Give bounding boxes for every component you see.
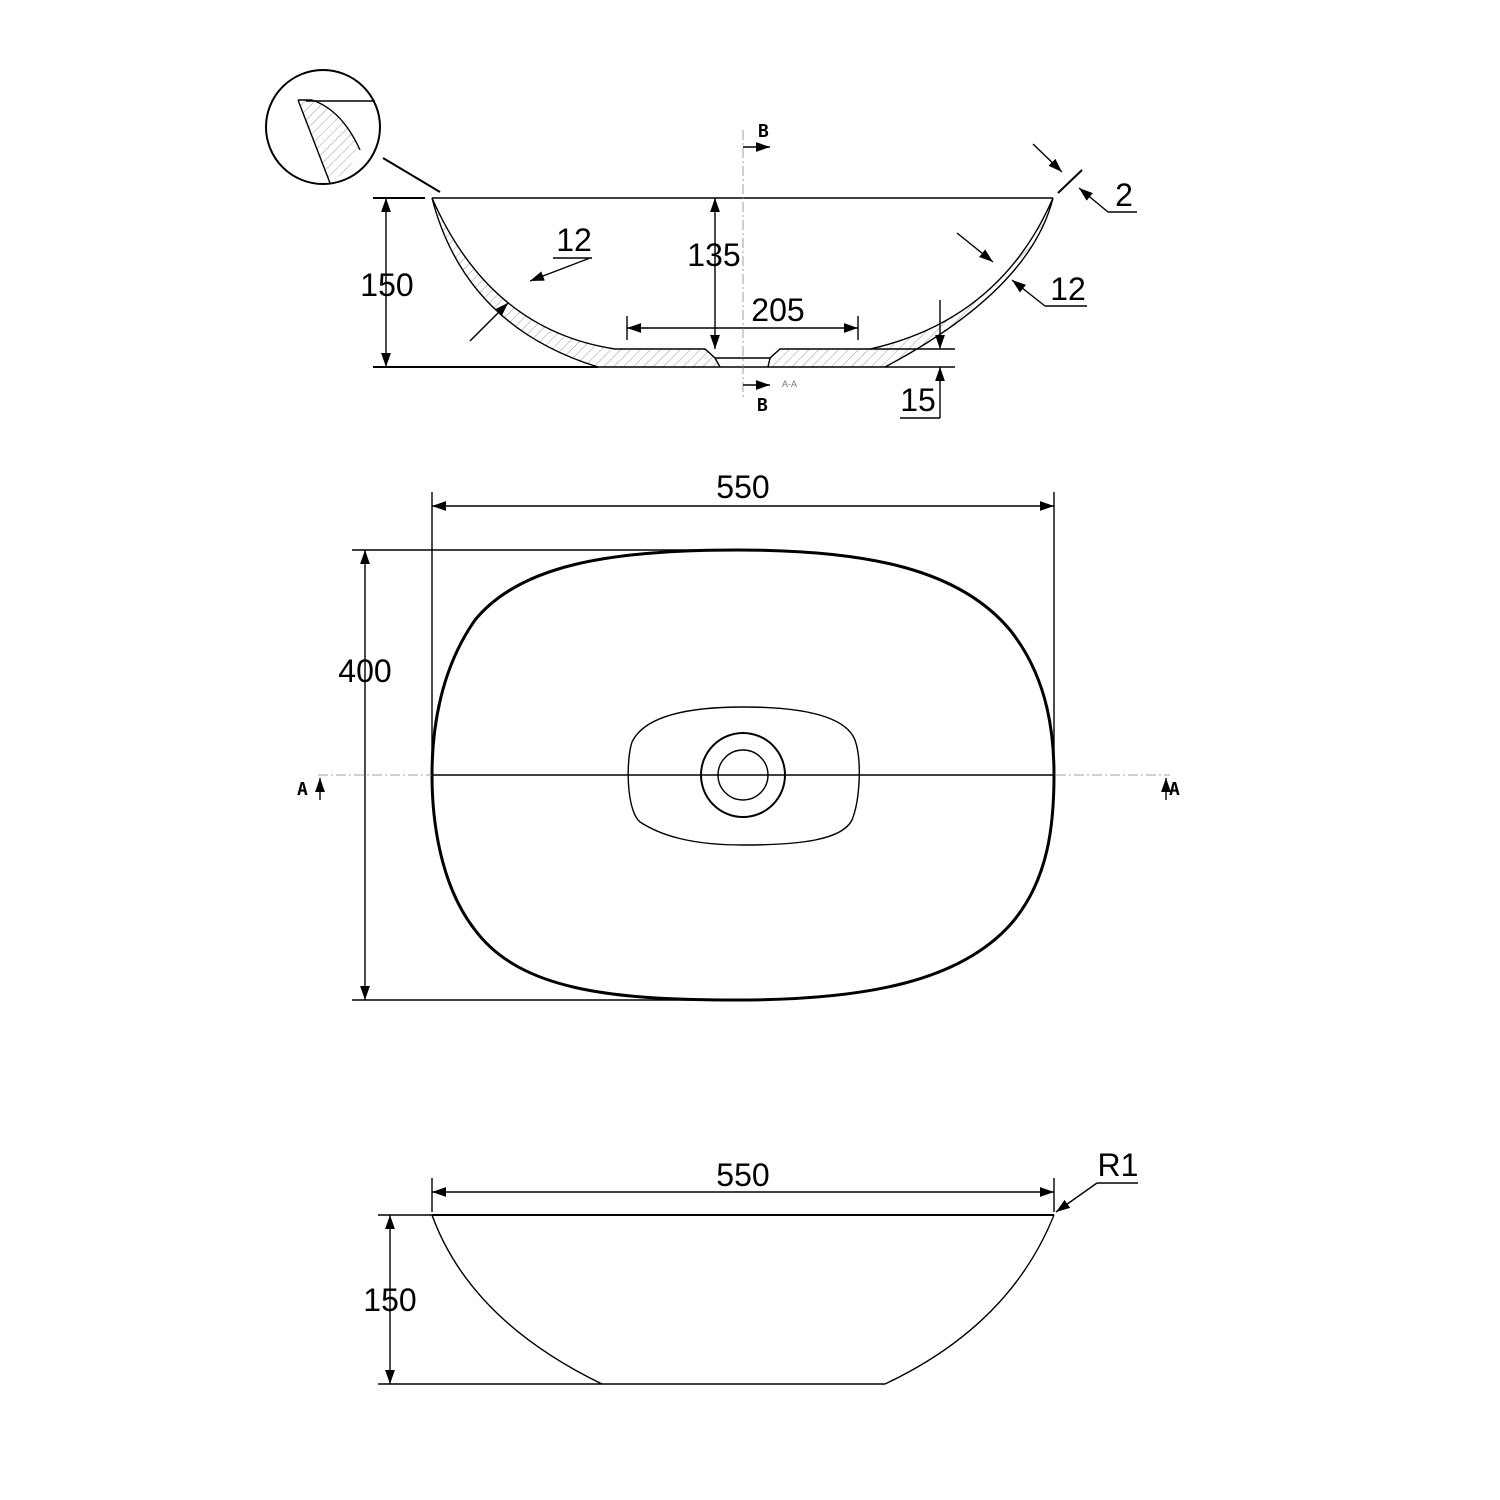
side-width-label: 550 <box>716 1157 769 1193</box>
right-wall-section <box>768 198 1053 367</box>
section-caption: A-A <box>782 379 797 389</box>
left-wall-thickness-label: 12 <box>556 222 592 258</box>
side-right-curve <box>884 1214 1055 1385</box>
rim-radius-label: R1 <box>1098 1147 1139 1183</box>
plan-view: A A 550 400 <box>297 469 1180 1002</box>
section-view: 150 135 205 12 12 2 15 B B <box>265 69 1137 419</box>
drain-plate <box>627 706 860 846</box>
section-mark-a-right: A <box>1169 779 1180 800</box>
section-height-label: 150 <box>360 267 413 303</box>
base-width-label: 205 <box>751 292 804 328</box>
base-thickness-label: 15 <box>900 382 936 418</box>
side-height-label: 150 <box>363 1282 416 1318</box>
inner-depth-label: 135 <box>687 237 740 273</box>
section-mark-b-bottom: B <box>757 395 768 416</box>
plan-depth-label: 400 <box>338 653 391 689</box>
right-wall-thickness-label: 12 <box>1050 271 1086 307</box>
side-left-curve <box>431 1214 603 1385</box>
section-mark-a-left: A <box>297 779 308 800</box>
plan-width-label: 550 <box>716 469 769 505</box>
detail-circle <box>265 69 441 193</box>
side-view: 550 150 R1 <box>363 1147 1139 1385</box>
left-wall-section <box>432 198 720 367</box>
rim-thickness-label: 2 <box>1115 177 1133 213</box>
section-mark-b-top: B <box>758 121 769 142</box>
